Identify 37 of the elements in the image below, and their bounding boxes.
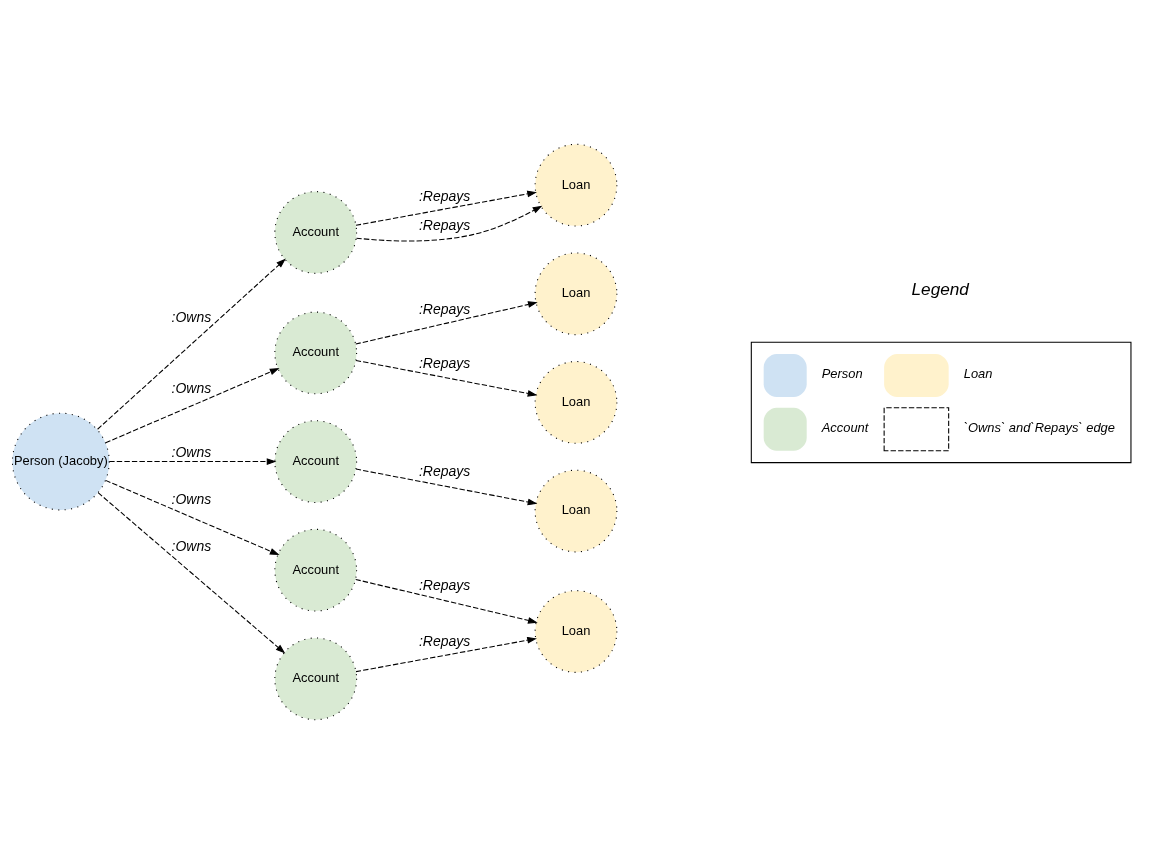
edge-label: :Owns xyxy=(171,490,212,507)
arrow xyxy=(108,458,277,465)
edge-label: :Repays xyxy=(418,576,471,593)
edge-label: :Repays xyxy=(418,632,471,649)
node-circle: Account xyxy=(274,311,358,395)
edge-label: :Repays xyxy=(418,462,471,479)
node-circle: Loan xyxy=(534,252,618,336)
edge-label: :Repays xyxy=(418,187,471,204)
arrow xyxy=(97,258,286,430)
node-circle: Person (Jacoby) xyxy=(11,412,110,511)
edge-label: :Owns xyxy=(171,309,212,326)
node-circle: Loan xyxy=(534,469,618,553)
edge-label: :Owns xyxy=(171,538,212,555)
arrow xyxy=(355,468,538,506)
node-circle: Loan xyxy=(534,361,618,444)
arrow xyxy=(355,578,538,624)
edge-label: :Repays xyxy=(418,300,471,317)
arrow xyxy=(105,368,280,444)
legend-label: Account xyxy=(821,419,869,435)
legend-label: Person xyxy=(821,365,863,381)
arrow xyxy=(355,359,538,397)
edge-label: :Repays xyxy=(418,216,471,233)
label: Legend xyxy=(911,278,969,299)
legend-label: Loan xyxy=(963,365,993,381)
node-circle: Loan xyxy=(534,590,618,673)
node-circle: Account xyxy=(274,420,358,503)
legend-label: `Owns` and`Repays` edge xyxy=(963,419,1115,435)
node-circle: Account xyxy=(274,528,358,612)
arrow xyxy=(355,205,543,242)
arrow xyxy=(97,492,286,654)
edge-label: :Owns xyxy=(171,380,212,397)
arrow xyxy=(105,479,280,556)
arrow xyxy=(355,636,537,673)
edge-label: :Owns xyxy=(171,443,212,460)
edge-label: :Repays xyxy=(418,355,471,372)
arrow xyxy=(355,190,537,226)
arrow xyxy=(355,301,538,345)
